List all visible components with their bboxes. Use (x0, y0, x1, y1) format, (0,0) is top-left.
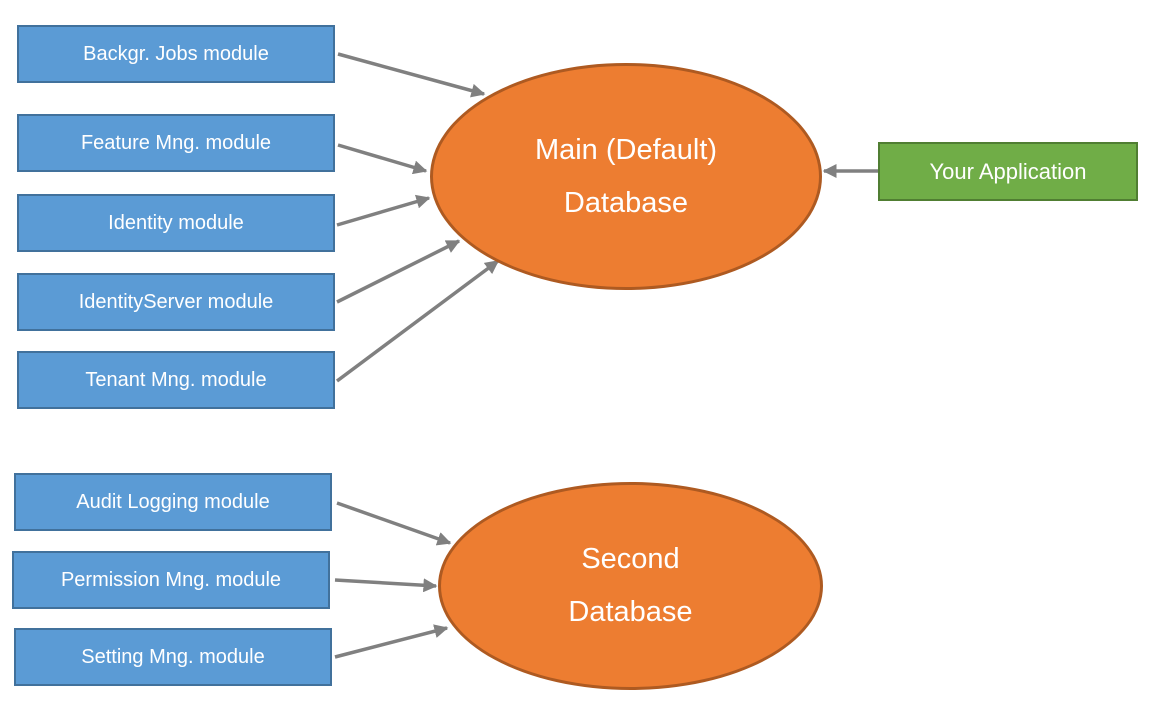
module-box-permission-mng: Permission Mng. module (12, 551, 330, 609)
arrow-backgr-jobs-to-main-db (337, 52, 486, 98)
module-box-identity: Identity module (17, 194, 335, 252)
arrow-permission-mng-to-second-db (334, 578, 438, 593)
module-box-identityserver: IdentityServer module (17, 273, 335, 331)
module-label-background-jobs: Backgr. Jobs module (83, 42, 269, 65)
second-database-label-line2: Database (568, 596, 693, 628)
module-box-background-jobs: Backgr. Jobs module (17, 25, 335, 83)
module-label-permission-mng: Permission Mng. module (60, 568, 282, 591)
module-label-setting-mng: Setting Mng. module (81, 645, 265, 668)
module-label-identityserver: IdentityServer module (78, 290, 274, 313)
arrow-tenant-mng-to-main-db (335, 259, 500, 383)
module-label-feature-mng: Feature Mng. module (80, 131, 272, 154)
module-box-setting-mng: Setting Mng. module (14, 628, 332, 686)
arrow-identity-to-main-db (336, 194, 431, 227)
second-database-label-line1: Second (581, 543, 680, 575)
module-label-audit-logging: Audit Logging module (76, 490, 270, 513)
module-label-tenant-mng: Tenant Mng. module (85, 368, 267, 391)
module-box-audit-logging: Audit Logging module (14, 473, 332, 531)
arrow-identityserver-to-main-db (336, 239, 461, 304)
your-application-label: Your Application (929, 158, 1087, 184)
second-database-ellipse: Second Database (438, 482, 823, 690)
arrow-audit-logging-to-second-db (336, 501, 452, 546)
main-database-ellipse: Main (Default) Database (430, 63, 822, 290)
module-label-identity: Identity module (108, 211, 244, 234)
your-application-box: Your Application (878, 142, 1138, 201)
main-database-label-line1: Main (Default) (534, 133, 718, 166)
module-box-tenant-mng: Tenant Mng. module (17, 351, 335, 409)
main-database-label-line2: Database (563, 186, 689, 219)
arrow-feature-mng-to-main-db (337, 143, 428, 175)
module-box-feature-mng: Feature Mng. module (17, 114, 335, 172)
arrow-setting-mng-to-second-db (334, 624, 449, 659)
